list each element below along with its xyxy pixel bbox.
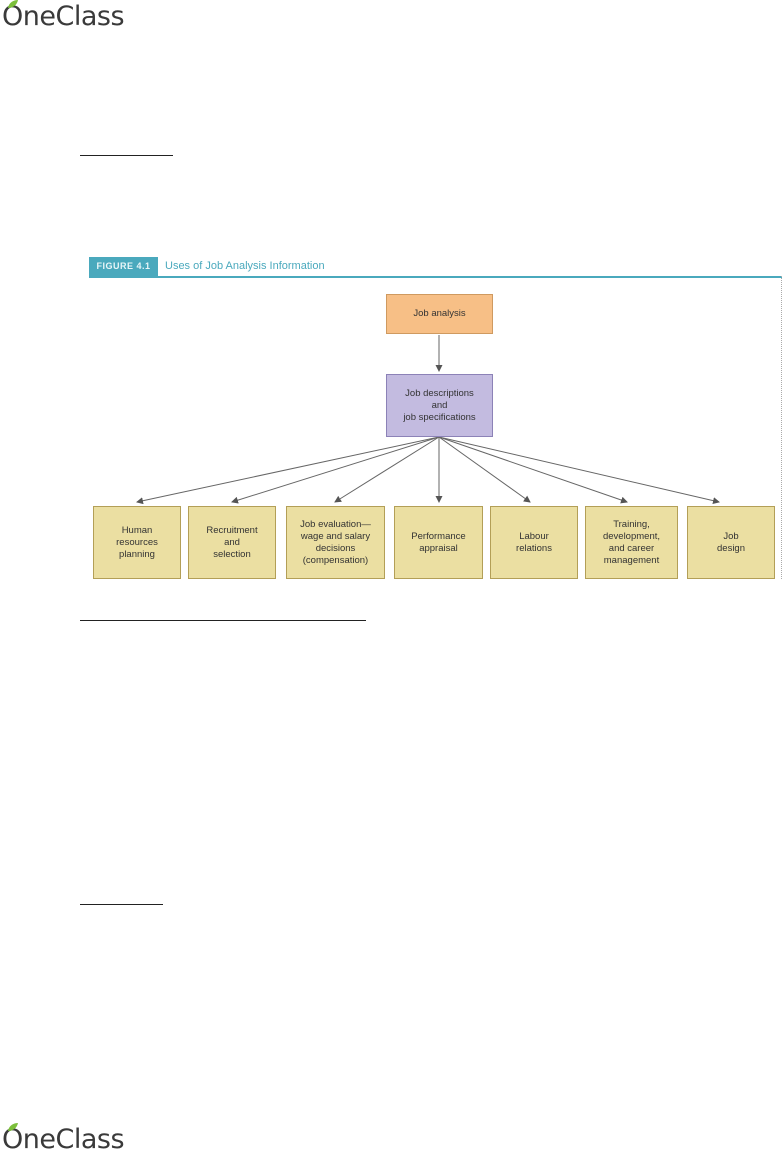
leaf-icon: [8, 0, 18, 8]
job-descriptions-label: Job descriptions and job specifications: [403, 387, 476, 423]
heading-underline-2: [80, 620, 366, 621]
use-label: Performance appraisal: [411, 530, 466, 554]
figure-border: [780, 276, 782, 579]
use-label: Job design: [717, 530, 745, 554]
job-analysis-label: Job analysis: [413, 308, 466, 319]
use-box-job-evaluation: Job evaluation— wage and salary decision…: [286, 506, 385, 579]
leaf-icon: [8, 1123, 18, 1131]
heading-underline-3: [80, 904, 163, 905]
logo-text: OneClass: [2, 1124, 125, 1155]
use-box-hr-planning: Human resources planning: [93, 506, 181, 579]
figure-title: Uses of Job Analysis Information: [165, 260, 325, 272]
figure-job-analysis: FIGURE 4.1 Uses of Job Analysis Informat…: [89, 255, 782, 582]
use-label: Labour relations: [516, 530, 552, 554]
arrow-to-use-7: [438, 436, 720, 505]
job-analysis-box: Job analysis: [386, 294, 493, 334]
use-label: Job evaluation— wage and salary decision…: [300, 518, 371, 566]
use-label: Recruitment and selection: [206, 524, 258, 560]
arrow-to-use-1: [136, 436, 440, 505]
use-box-labour: Labour relations: [490, 506, 578, 579]
use-label: Training, development, and career manage…: [602, 518, 661, 566]
logo-text: OneClass: [2, 1, 125, 32]
arrow-to-use-5: [438, 436, 531, 503]
use-box-recruitment: Recruitment and selection: [188, 506, 276, 579]
oneclass-logo-bottom: OneClass: [2, 1123, 125, 1155]
figure-number: FIGURE 4.1: [89, 257, 158, 276]
oneclass-logo-top: OneClass: [2, 0, 125, 32]
use-box-job-design: Job design: [687, 506, 775, 579]
arrow-to-use-6: [438, 436, 628, 504]
heading-underline-1: [80, 155, 173, 156]
use-box-performance: Performance appraisal: [394, 506, 483, 579]
use-label: Human resources planning: [116, 524, 158, 560]
job-descriptions-box: Job descriptions and job specifications: [386, 374, 493, 437]
use-box-training: Training, development, and career manage…: [585, 506, 678, 579]
diagram-connectors: [136, 335, 720, 505]
arrow-to-use-2: [231, 436, 440, 504]
figure-header: FIGURE 4.1 Uses of Job Analysis Informat…: [89, 257, 782, 278]
arrow-to-use-3: [334, 436, 440, 503]
